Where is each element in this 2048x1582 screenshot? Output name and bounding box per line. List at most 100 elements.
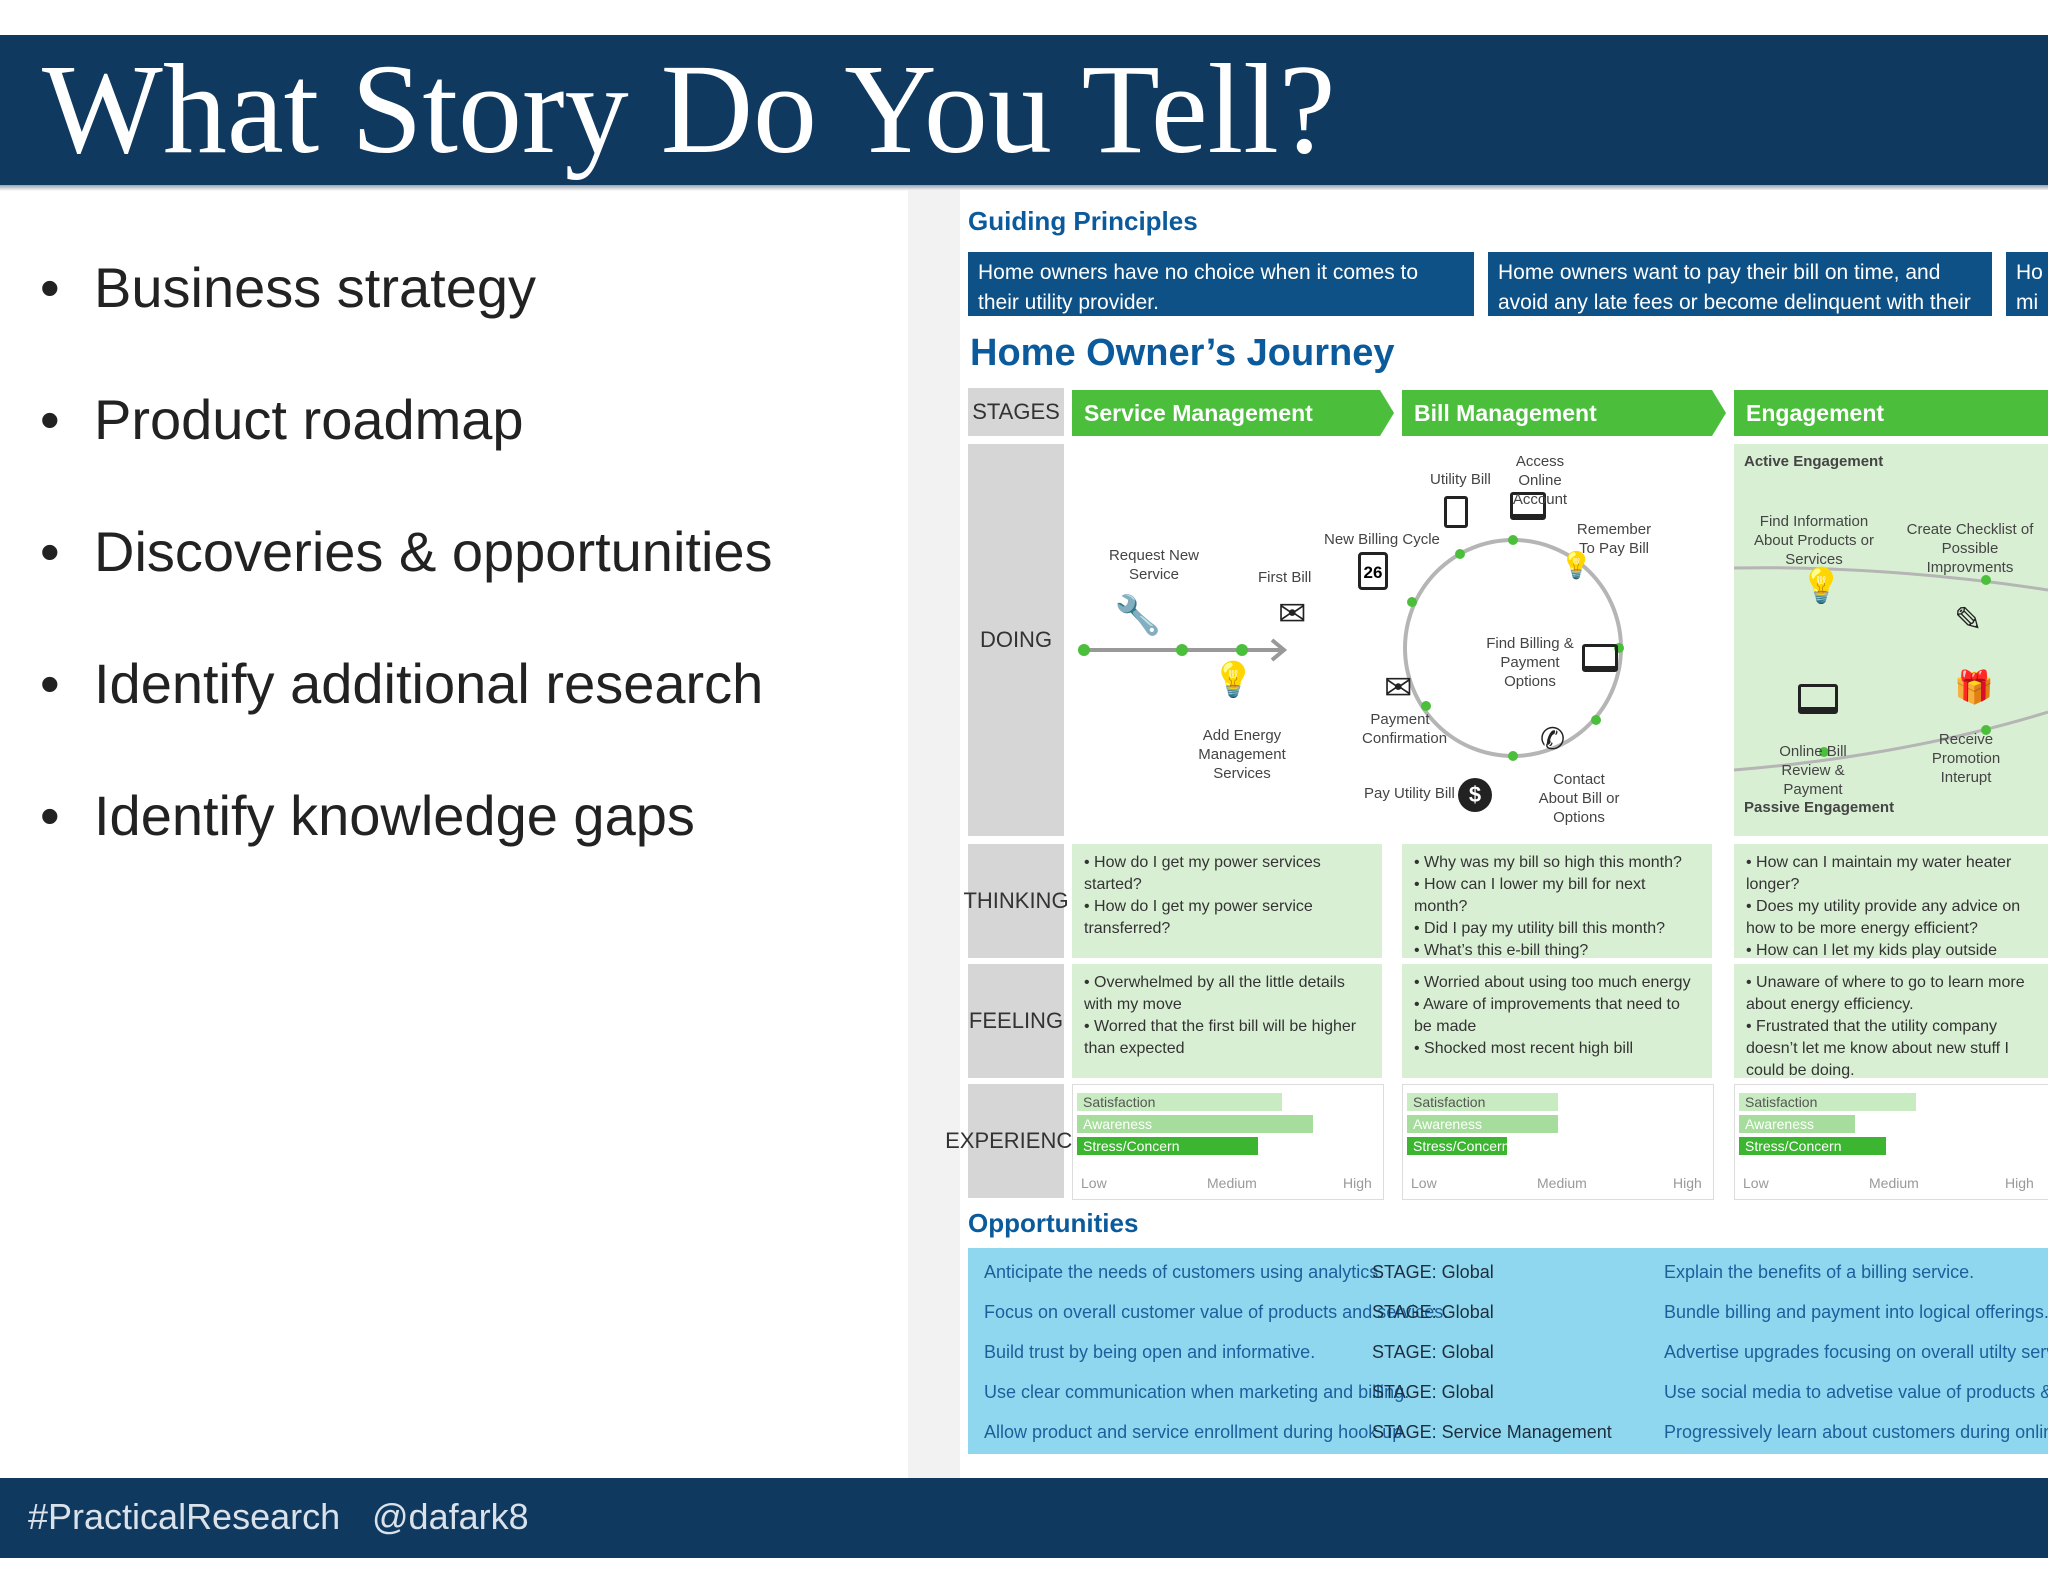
journey-title: Home Owner’s Journey xyxy=(970,332,1395,374)
laptop-icon xyxy=(1798,684,1838,714)
doing-diagram xyxy=(1078,535,2048,772)
experience-cell: Satisfaction Awareness Stress/Concern Lo… xyxy=(1072,1084,1384,1200)
bill-document-icon xyxy=(1444,496,1468,528)
stage-bill-management: Bill Management xyxy=(1402,390,1726,436)
bullet-item: •Identify knowledge gaps xyxy=(40,784,695,847)
experience-bar-stress: Stress/Concern xyxy=(1739,1137,1886,1155)
feeling-item: • Frustrated that the utility company do… xyxy=(1746,1018,2009,1079)
lightbulb-icon: 💡 xyxy=(1212,661,1255,699)
doing-label: Find Billing & Payment Options xyxy=(1486,635,1574,690)
opportunity-stage: STAGE: Global xyxy=(1372,1302,1494,1322)
opportunities-heading: Opportunities xyxy=(968,1208,1139,1238)
bullet-item: •Discoveries & opportunities xyxy=(40,520,773,583)
engagement-passive-label: Passive Engagement xyxy=(1744,799,1895,816)
principle-box: Home owners want to pay their bill on ti… xyxy=(1488,252,1992,344)
doing-label: Contact About Bill or Options xyxy=(1538,771,1620,826)
opportunity-stage: STAGE: Global xyxy=(1372,1262,1494,1282)
bullet-dot-icon: • xyxy=(40,784,60,847)
timeline-arrow-icon xyxy=(1270,638,1288,662)
thinking-item: • Why was my bill so high this month? xyxy=(1414,854,1682,871)
feeling-item: • Overwhelmed by all the little details … xyxy=(1084,974,1345,1013)
thinking-cell: • How can I maintain my water heater lon… xyxy=(1734,844,2048,981)
engagement-doing-panel xyxy=(1734,444,2048,836)
thinking-cell: • How do I get my power services started… xyxy=(1072,844,1382,958)
journey-map: Guiding Principles Home owners have no c… xyxy=(908,190,2048,1478)
doing-label: Payment Confirmation xyxy=(1362,711,1448,747)
scale-high: High xyxy=(1343,1175,1372,1191)
passive-engagement-curve xyxy=(1733,710,2048,772)
experience-cell: Satisfaction Awareness Stress/Concern Lo… xyxy=(1734,1084,2048,1200)
dollar-icon: $ xyxy=(1458,778,1492,812)
stage-service-management: Service Management xyxy=(1072,390,1394,436)
row-label-experience: EXPERIENCE xyxy=(945,1084,1087,1198)
opportunity-right: Progressively learn about customers duri… xyxy=(1664,1422,2048,1442)
bullet-dot-icon: • xyxy=(40,388,60,451)
cycle-node xyxy=(1569,553,1579,563)
cycle-node xyxy=(1591,715,1601,725)
feeling-item: • Unaware of where to go to learn more a… xyxy=(1746,974,2025,1013)
bullet-item: •Identify additional research xyxy=(40,652,764,715)
feeling-cell: • Unaware of where to go to learn more a… xyxy=(1734,964,2048,1079)
opportunity-right: Bundle billing and payment into logical … xyxy=(1664,1302,2048,1322)
slide-title: What Story Do You Tell? xyxy=(42,38,1336,180)
footer-handle: @dafark8 xyxy=(372,1496,529,1537)
bullet-dot-icon: • xyxy=(40,520,60,583)
engagement-node xyxy=(1981,575,1991,585)
doing-label: Access Online Account xyxy=(1512,453,1568,508)
stage-engagement: Engagement xyxy=(1734,390,2048,436)
feeling-item: • Aware of improvements that need to be … xyxy=(1414,996,1680,1035)
opportunity-stage: STAGE: Global xyxy=(1372,1382,1494,1402)
timeline-node xyxy=(1176,644,1188,656)
bullet-item: •Business strategy xyxy=(40,256,536,319)
experience-bar-awareness: Awareness xyxy=(1739,1115,1855,1133)
envelope-icon: ✉ xyxy=(1278,595,1307,633)
feeling-item: • Worried about using too much energy xyxy=(1414,974,1691,991)
bullet-item: •Product roadmap xyxy=(40,388,524,451)
experience-cell: Satisfaction Awareness Stress/Concern Lo… xyxy=(1402,1084,1714,1200)
cycle-node xyxy=(1455,549,1465,559)
doing-label: Utility Bill xyxy=(1430,471,1491,488)
scale-medium: Medium xyxy=(1869,1175,1919,1191)
scale-low: Low xyxy=(1411,1175,1437,1191)
opportunity-stage: STAGE: Global xyxy=(1372,1342,1494,1362)
thinking-cell: • Why was my bill so high this month? • … xyxy=(1402,844,1712,959)
experience-bar-satisfaction: Satisfaction xyxy=(1077,1093,1282,1111)
thinking-item: • How can I maintain my water heater lon… xyxy=(1746,854,2012,893)
experience-bar-awareness: Awareness xyxy=(1407,1115,1558,1133)
scale-high: High xyxy=(1673,1175,1702,1191)
gift-icon: 🎁 xyxy=(1954,669,1994,705)
scale-medium: Medium xyxy=(1207,1175,1257,1191)
feeling-cell: • Worried about using too much energy • … xyxy=(1402,964,1712,1078)
doing-label: Online Bill Review & Payment xyxy=(1779,743,1847,798)
edit-checklist-icon: ✎ xyxy=(1954,601,1983,639)
opportunity-right: Use social media to advetise value of pr… xyxy=(1664,1382,2048,1402)
feeling-cell: • Overwhelmed by all the little details … xyxy=(1072,964,1382,1078)
principle-box: Home owners have no choice when it comes… xyxy=(968,252,1474,316)
title-shadow xyxy=(0,185,2048,191)
doing-label: Add Energy Management Services xyxy=(1198,727,1286,782)
envelope-icon: ✉ xyxy=(1384,669,1413,707)
calendar-icon: 26 xyxy=(1358,552,1388,590)
cycle-node xyxy=(1508,751,1518,761)
wrench-icon: 🔧 xyxy=(1114,595,1162,637)
row-label-doing: DOING xyxy=(968,444,1064,836)
bullet-dot-icon: • xyxy=(40,256,60,319)
laptop-icon xyxy=(1582,644,1618,672)
timeline-node xyxy=(1236,644,1248,656)
row-label-feeling: FEELING xyxy=(968,964,1064,1078)
guiding-principles-heading: Guiding Principles xyxy=(968,206,1198,236)
opportunities-panel: Anticipate the needs of customers using … xyxy=(968,1248,2048,1454)
cycle-node xyxy=(1407,597,1417,607)
footer-hashtag: #PracticalResearch xyxy=(28,1496,341,1537)
doing-label: Receive Promotion Interupt xyxy=(1931,731,2001,786)
experience-bar-satisfaction: Satisfaction xyxy=(1407,1093,1558,1111)
doing-label: New Billing Cycle xyxy=(1324,531,1440,548)
experience-bar-awareness: Awareness xyxy=(1077,1115,1313,1133)
feeling-item: • Worred that the first bill will be hig… xyxy=(1084,1018,1357,1057)
doing-label: First Bill xyxy=(1258,569,1312,586)
laptop-icon xyxy=(1510,492,1546,520)
opportunity-text: Anticipate the needs of customers using … xyxy=(984,1262,1384,1282)
experience-bar-stress: Stress/Concern xyxy=(1407,1137,1509,1155)
thinking-item: • Did I pay my utility bill this month? xyxy=(1414,920,1666,937)
opportunity-text: Use clear communication when marketing a… xyxy=(984,1382,1410,1402)
